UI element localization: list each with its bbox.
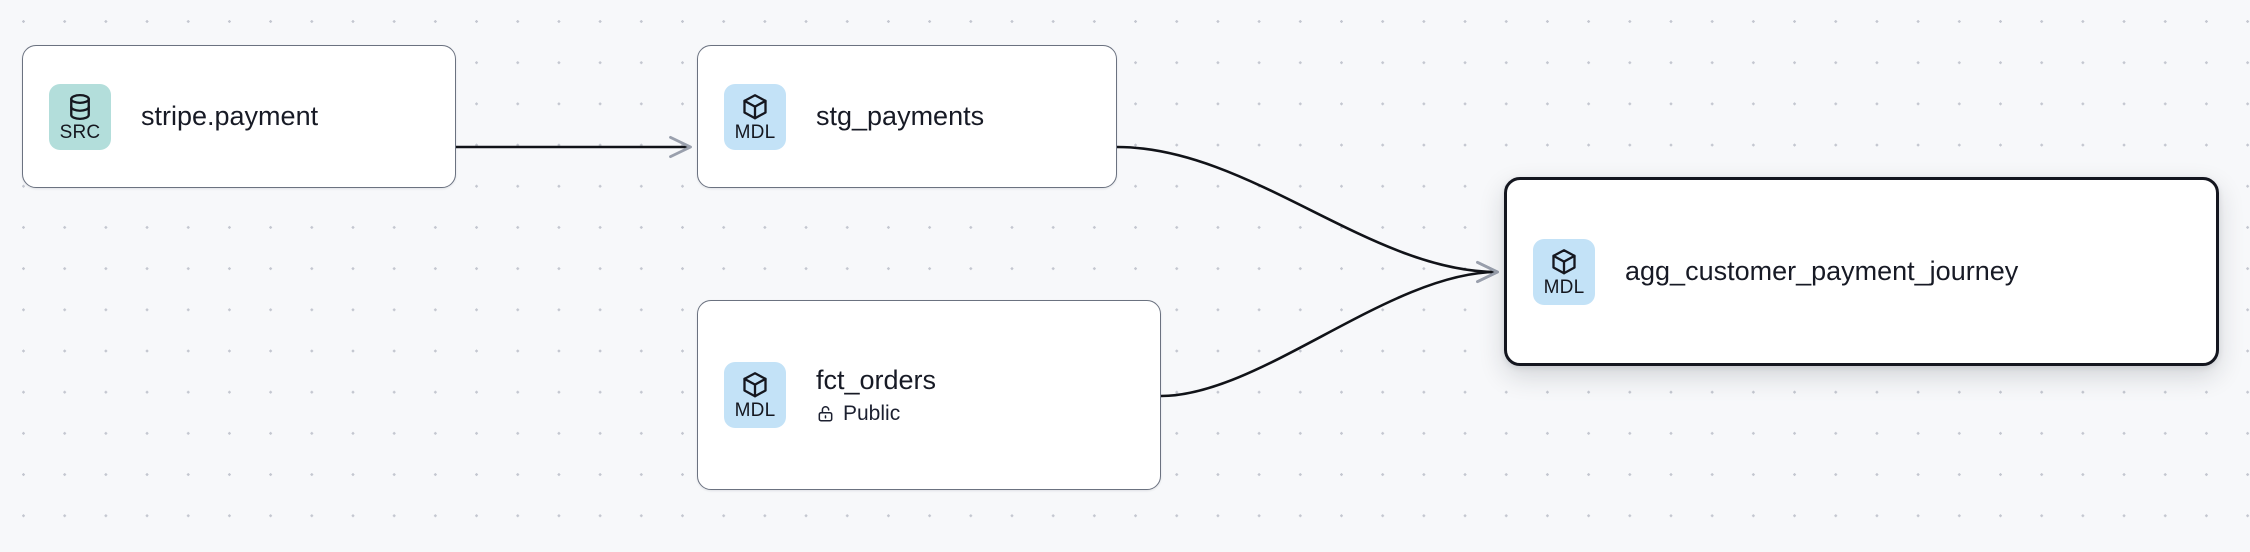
node-title: fct_orders	[816, 365, 937, 396]
node-type-badge-label: MDL	[734, 121, 776, 143]
node-type-badge-mdl: MDL	[724, 83, 786, 150]
edge-fct-orders-to-agg-customer-payment-journey[interactable]	[1159, 272, 1497, 398]
node-type-badge-label: MDL	[1543, 276, 1585, 298]
node-type-badge-mdl: MDL	[724, 362, 786, 428]
edge-stg-payments-to-agg-customer-payment-journey[interactable]	[1115, 145, 1497, 272]
node-stg-payments[interactable]: MDL stg_payments	[697, 45, 1117, 188]
node-title: agg_customer_payment_journey	[1625, 256, 2019, 287]
node-visibility: Public	[816, 402, 936, 425]
database-icon	[65, 92, 95, 122]
cube-icon	[740, 370, 770, 400]
node-stripe-payment[interactable]: SRC stripe.payment	[22, 45, 456, 188]
node-body: stripe.payment	[141, 101, 318, 131]
node-title: stg_payments	[816, 101, 985, 132]
node-type-badge-label: SRC	[59, 121, 101, 143]
node-type-badge-src: SRC	[49, 83, 111, 150]
node-title: stripe.payment	[141, 101, 319, 132]
node-agg-customer-payment-journey[interactable]: MDL agg_customer_payment_journey	[1504, 177, 2219, 366]
unlock-icon	[816, 404, 835, 423]
node-visibility-label: Public	[843, 401, 901, 425]
node-body: stg_payments	[816, 101, 984, 131]
cube-icon	[1549, 247, 1579, 277]
node-type-badge-mdl: MDL	[1533, 238, 1595, 305]
node-type-badge-label: MDL	[734, 400, 776, 421]
node-body: agg_customer_payment_journey	[1625, 256, 2018, 286]
cube-icon	[740, 92, 770, 122]
